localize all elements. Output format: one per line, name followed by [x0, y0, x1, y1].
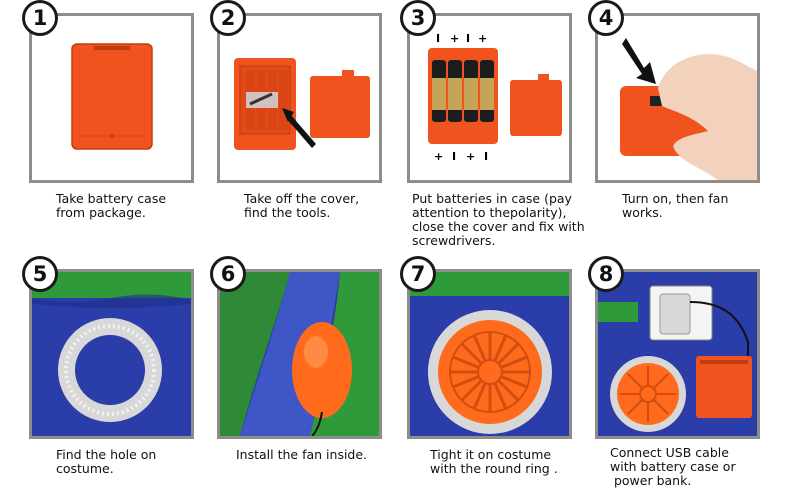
step-image-frame: I + I + + I + I — [407, 13, 572, 183]
step-caption: Install the fan inside. — [236, 447, 368, 462]
battery-case-open-illustration — [234, 58, 370, 150]
step-number-badge: 5 — [22, 256, 58, 292]
step-6: 6 Install the fan inside. — [210, 256, 390, 501]
step-3: 3 I + I + + I + I Put batteries in case … — [400, 0, 585, 248]
polarity-mark: + — [466, 150, 475, 163]
step-caption: Connect USB cable with battery case or p… — [610, 445, 736, 488]
step-caption: Put batteries in case (pay attention to … — [412, 191, 585, 248]
step-8: 8 Connect USB cable with battery case or… — [588, 256, 768, 501]
step-image-frame — [29, 13, 194, 183]
step-7: 7 Tight it on costume with the round rin… — [400, 256, 580, 501]
polarity-mark: I — [436, 32, 440, 45]
step-image-frame — [595, 269, 760, 439]
polarity-mark: + — [478, 32, 487, 45]
fan-installation-illustration — [220, 272, 379, 436]
hand-switch-illustration — [620, 38, 757, 180]
fan-ring-illustration — [410, 272, 569, 436]
step-image-frame — [217, 13, 382, 183]
step-image-frame — [29, 269, 194, 439]
step-4: 4 Turn on, then fan works. — [588, 0, 768, 245]
step-number-badge: 2 — [210, 0, 246, 36]
costume-hole-illustration — [32, 272, 191, 436]
step-number-badge: 7 — [400, 256, 436, 292]
battery-case-closed-illustration — [71, 43, 153, 150]
polarity-mark: + — [434, 150, 443, 163]
step-1: 1 Take battery case from package. — [22, 0, 202, 245]
step-image-frame — [595, 13, 760, 183]
polarity-mark: I — [484, 150, 488, 163]
step-number-badge: 3 — [400, 0, 436, 36]
step-5: 5 Find the hole on costume. — [22, 256, 202, 501]
step-caption: Take battery case from package. — [56, 191, 167, 220]
step-image-frame — [407, 269, 572, 439]
step-caption: Tight it on costume with the round ring … — [430, 447, 558, 476]
polarity-mark: I — [466, 32, 470, 45]
step-image-frame — [217, 269, 382, 439]
step-caption: Take off the cover, find the tools. — [244, 191, 360, 220]
step-number-badge: 8 — [588, 256, 624, 292]
polarity-mark: I — [452, 150, 456, 163]
step-caption: Find the hole on costume. — [56, 447, 157, 476]
step-2: 2 Take off the cover, find the tools. — [210, 0, 390, 245]
step-number-badge: 1 — [22, 0, 58, 36]
step-number-badge: 6 — [210, 256, 246, 292]
step-number-badge: 4 — [588, 0, 624, 36]
battery-insertion-illustration: I + I + + I + I — [428, 32, 562, 163]
usb-connection-illustration — [598, 272, 757, 436]
step-caption: Turn on, then fan works. — [622, 191, 729, 220]
polarity-mark: + — [450, 32, 459, 45]
